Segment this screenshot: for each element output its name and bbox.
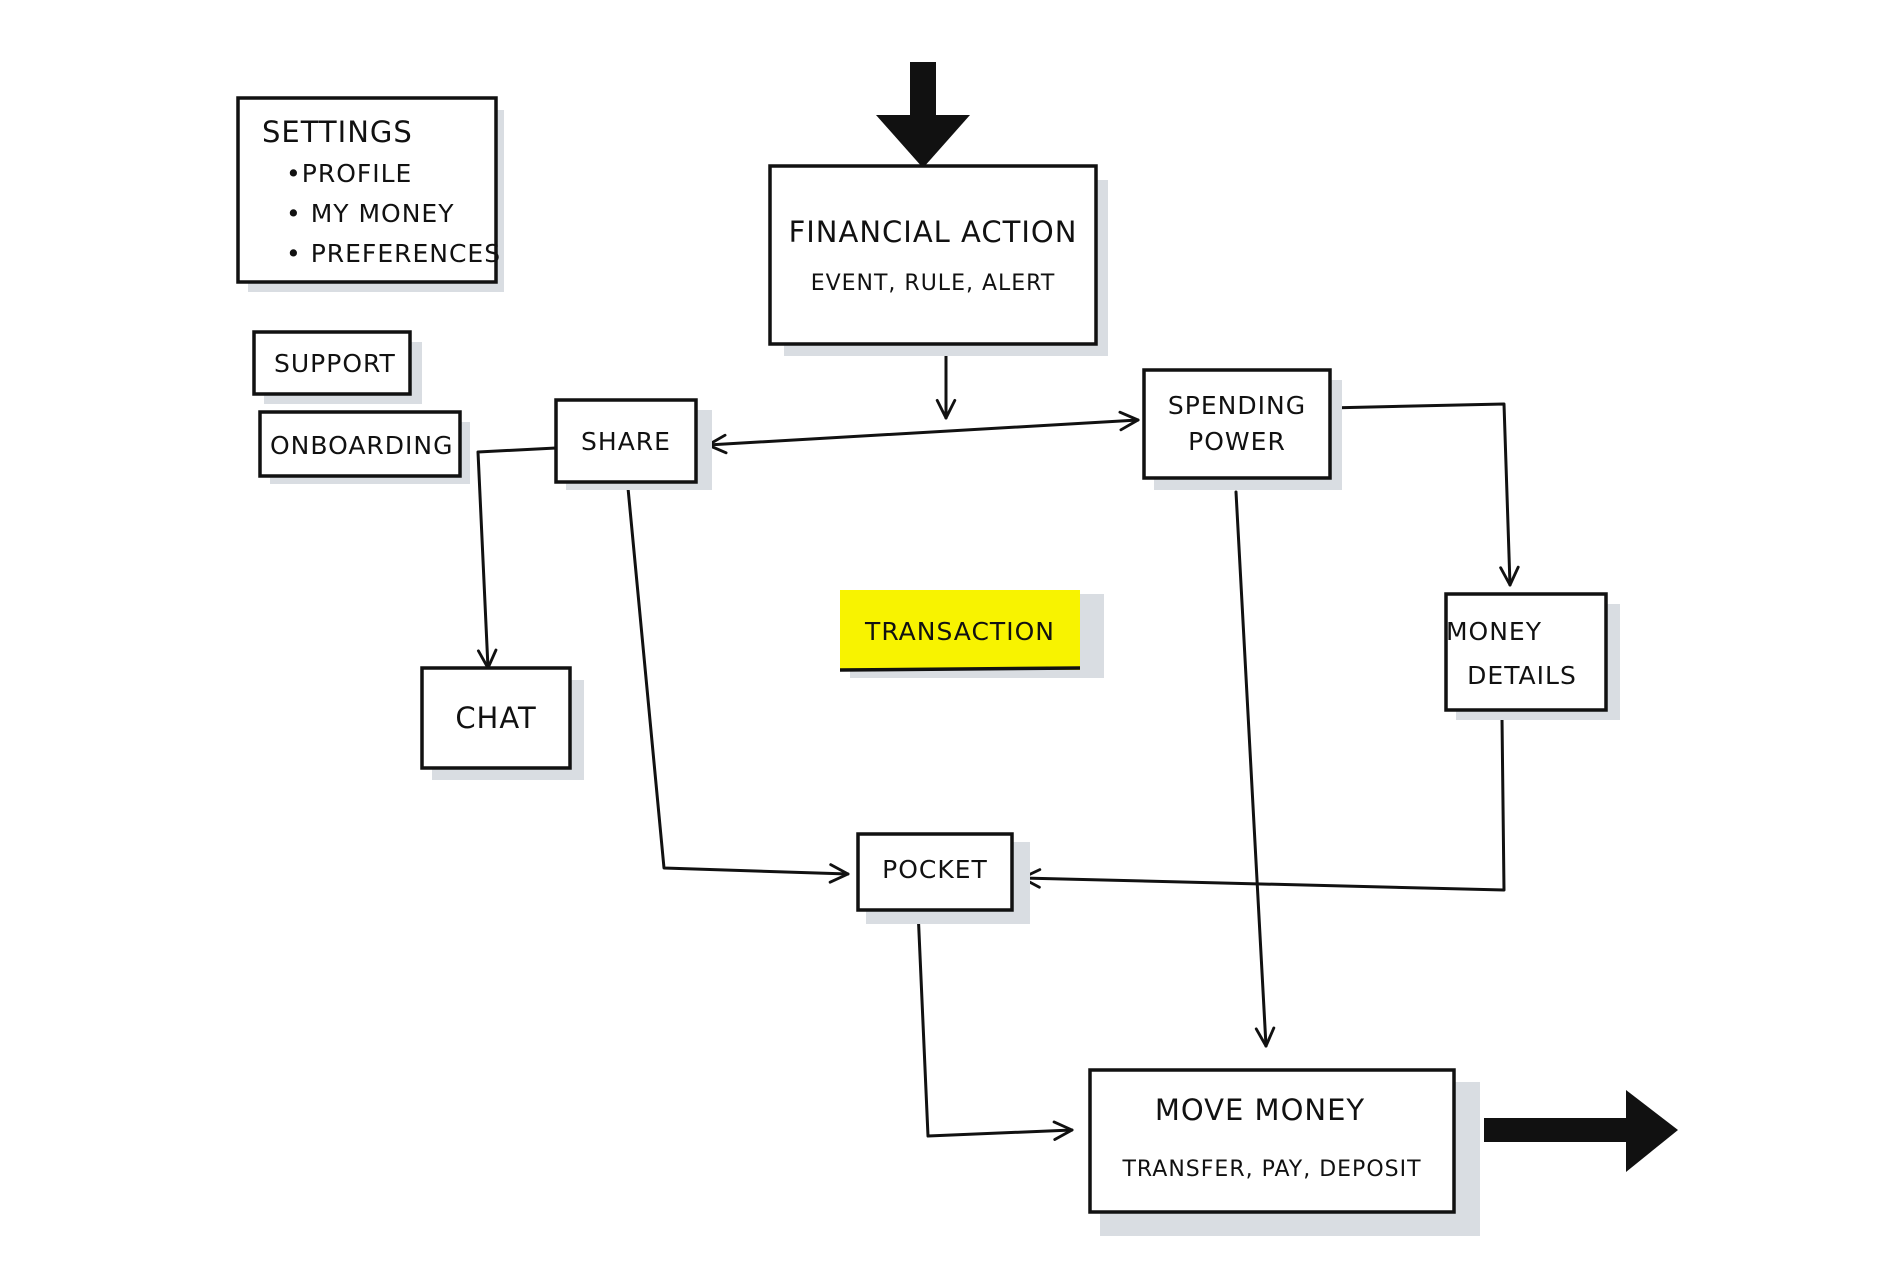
edge-share-spending-power xyxy=(706,410,1140,455)
edge-pocket-to-move-money xyxy=(916,908,1074,1141)
pocket-box[interactable]: POCKET xyxy=(856,832,1030,924)
exit-arrow-icon xyxy=(1484,1090,1678,1172)
edge-spending-power-to-move-money xyxy=(1234,490,1276,1048)
financial-action-box[interactable]: FINANCIAL ACTION EVENT, RULE, ALERT xyxy=(768,164,1108,356)
support-label: SUPPORT xyxy=(274,349,396,378)
move-money-title: MOVE MONEY xyxy=(1155,1093,1365,1127)
settings-item-my-money: • MY MONEY xyxy=(286,199,455,228)
pocket-label: POCKET xyxy=(882,855,988,884)
entry-arrow-icon xyxy=(876,62,970,168)
support-box: SUPPORT xyxy=(252,330,422,404)
spending-power-line2: POWER xyxy=(1188,427,1286,456)
spending-power-box[interactable]: SPENDING POWER xyxy=(1142,368,1342,490)
money-details-box[interactable]: MONEY DETAILS xyxy=(1444,592,1620,720)
move-money-box[interactable]: MOVE MONEY TRANSFER, PAY, DEPOSIT xyxy=(1088,1068,1480,1236)
move-money-subtitle: TRANSFER, PAY, DEPOSIT xyxy=(1121,1157,1421,1182)
money-details-line2: DETAILS xyxy=(1467,661,1577,690)
financial-action-subtitle: EVENT, RULE, ALERT xyxy=(811,271,1056,296)
money-details-line1: MONEY xyxy=(1446,617,1542,646)
share-label: SHARE xyxy=(581,427,671,456)
settings-box: SETTINGS •PROFILE • MY MONEY • PREFERENC… xyxy=(236,96,504,292)
onboarding-label: ONBOARDING xyxy=(270,431,454,460)
edge-spending-power-to-money-details xyxy=(1326,402,1520,587)
share-box[interactable]: SHARE xyxy=(554,398,712,490)
financial-action-title: FINANCIAL ACTION xyxy=(789,215,1078,249)
onboarding-box: ONBOARDING xyxy=(258,410,470,484)
settings-item-preferences: • PREFERENCES xyxy=(286,239,501,268)
chat-label: CHAT xyxy=(455,701,536,735)
spending-power-line1: SPENDING xyxy=(1168,391,1306,420)
chat-box[interactable]: CHAT xyxy=(420,666,584,780)
settings-item-profile: •PROFILE xyxy=(286,159,412,188)
settings-title: SETTINGS xyxy=(262,115,413,149)
edge-share-to-chat xyxy=(476,446,558,670)
transaction-box[interactable]: TRANSACTION xyxy=(839,590,1104,678)
edge-money-details-to-pocket xyxy=(1020,716,1506,892)
edge-share-to-pocket xyxy=(626,486,850,884)
transaction-label: TRANSACTION xyxy=(864,617,1055,646)
connectors xyxy=(476,343,1520,1141)
